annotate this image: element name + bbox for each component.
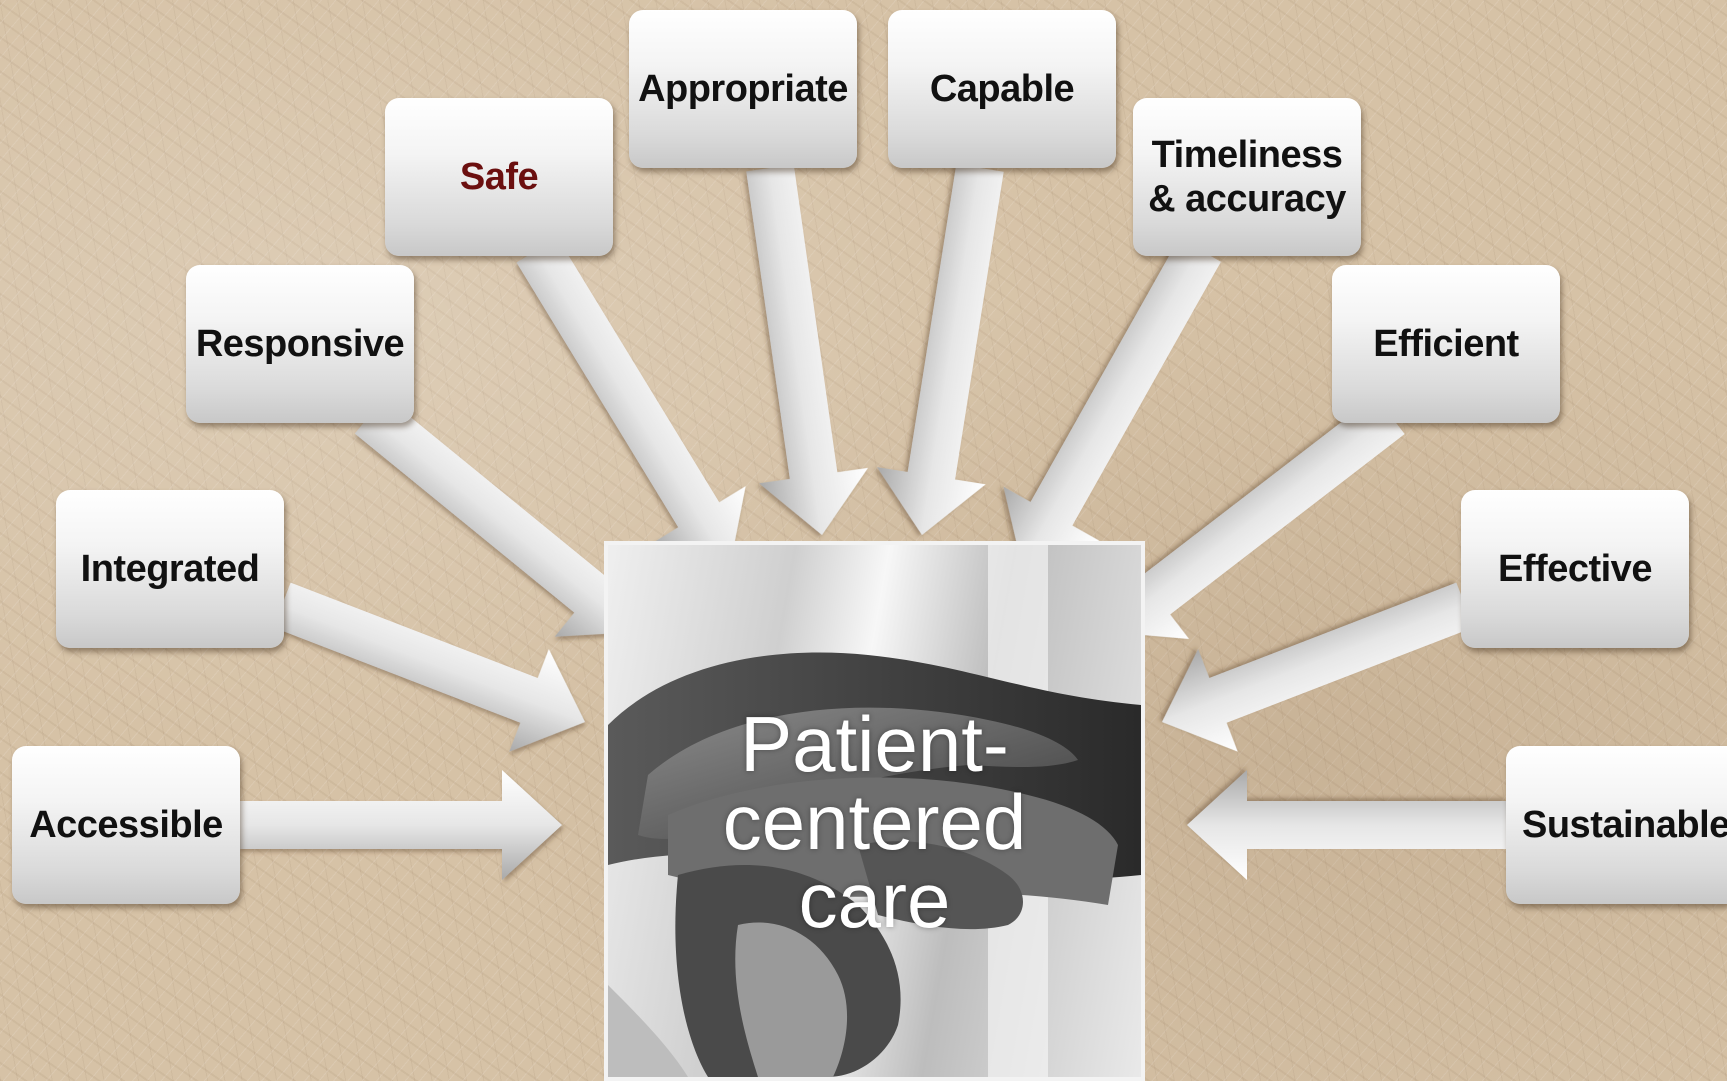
node-label: Accessible [29, 804, 223, 846]
center-label: Patient- centered care [722, 700, 1027, 944]
arrow-effective-to-center [1161, 582, 1474, 752]
holding-hands-photo [608, 545, 1141, 1077]
node-label: Efficient [1373, 323, 1519, 365]
arrow-efficient-to-center [1108, 395, 1405, 639]
node-safe: Safe [385, 98, 613, 256]
arrow-sustainable-to-center [1187, 770, 1506, 880]
arrow-capable-to-center [877, 164, 1004, 535]
arrow-timeliness-to-center [1003, 238, 1221, 567]
node-timeliness: Timeliness & accuracy [1133, 98, 1361, 256]
arrow-accessible-to-center [238, 770, 562, 880]
node-efficient: Efficient [1332, 265, 1560, 423]
node-integrated: Integrated [56, 490, 284, 648]
node-label: Integrated [80, 548, 260, 590]
node-label: Responsive [195, 323, 405, 365]
node-label: Capable [929, 68, 1075, 110]
node-capable: Capable [888, 10, 1116, 168]
arrow-safe-to-center [516, 237, 746, 566]
arrow-appropriate-to-center [746, 164, 869, 536]
arrow-integrated-to-center [273, 582, 586, 752]
center-node: Patient- centered care [604, 541, 1145, 1081]
node-accessible: Accessible [12, 746, 240, 904]
node-label: Appropriate [638, 68, 848, 110]
node-responsive: Responsive [186, 265, 414, 423]
node-label: Effective [1498, 548, 1652, 590]
node-label: Safe [459, 156, 539, 198]
arrow-responsive-to-center [354, 396, 636, 637]
node-label: Sustainable [1522, 804, 1727, 846]
node-sustainable: Sustainable [1506, 746, 1727, 904]
node-label: Timeliness & accuracy [1148, 134, 1346, 220]
node-effective: Effective [1461, 490, 1689, 648]
node-appropriate: Appropriate [629, 10, 857, 168]
